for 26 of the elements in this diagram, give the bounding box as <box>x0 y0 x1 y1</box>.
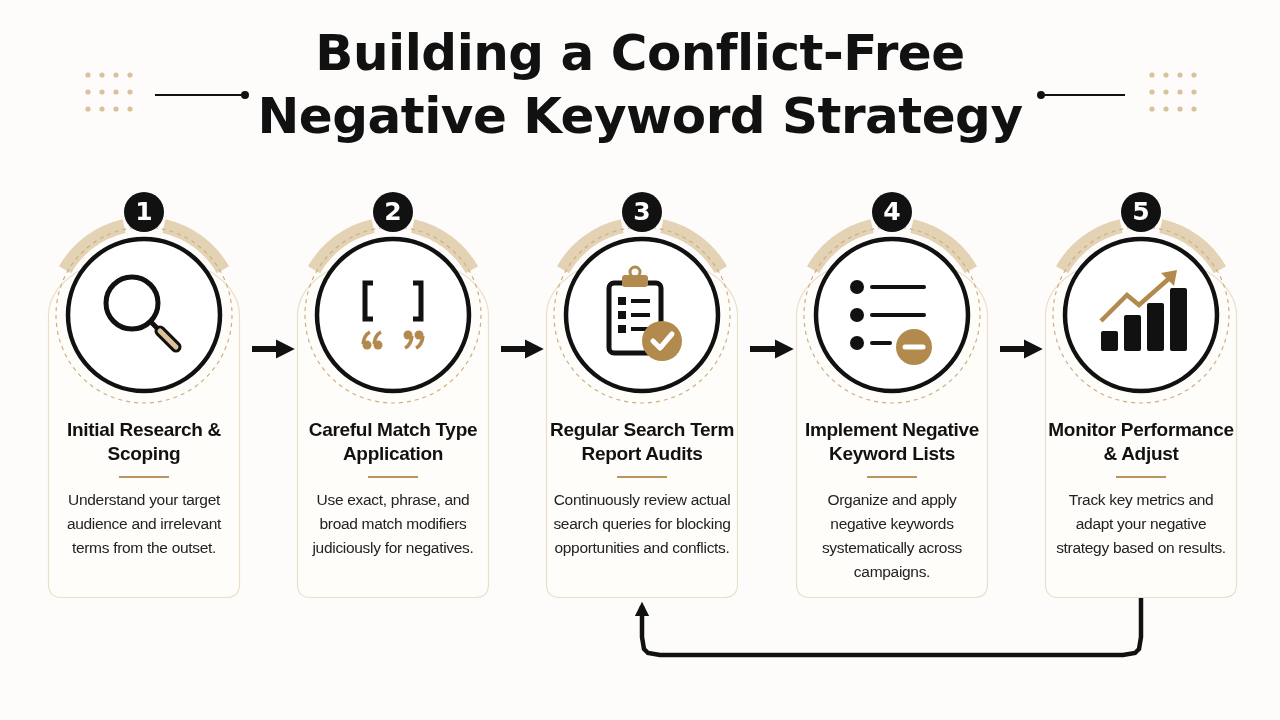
arrow <box>634 598 1144 658</box>
step-heading: Regular Search Term Report Audits <box>549 418 735 466</box>
arrow <box>1000 339 1043 359</box>
step-number: 2 <box>373 192 413 232</box>
title: Building a Conflict-Free Negative Keyword Strategy <box>256 23 1024 147</box>
arrow <box>750 339 794 359</box>
step-card <box>1045 190 1237 600</box>
step-description: Continuously review actual search queries for blocking opportunities and conflicts. <box>552 490 732 558</box>
step-card <box>48 190 240 600</box>
step-number: 1 <box>124 192 164 232</box>
step-card <box>546 190 738 600</box>
step-number: 4 <box>872 192 912 232</box>
step-card <box>297 190 489 600</box>
step-number: 5 <box>1121 192 1161 232</box>
arrow <box>252 339 295 359</box>
step-card <box>796 190 988 600</box>
step-heading: Monitor Performance & Adjust <box>1047 418 1235 466</box>
step-number: 3 <box>622 192 662 232</box>
step-heading: Careful Match Type Application <box>307 418 479 466</box>
step-description: Understand your target audience and irrelevant terms from the outset. <box>65 490 223 558</box>
step-heading: Implement Negative Keyword Lists <box>803 418 981 466</box>
step-description: Use exact, phrase, and broad match modifiers judiciously for negatives. <box>311 490 475 558</box>
step-description: Organize and apply negative keywords systematically across campaigns. <box>820 490 964 582</box>
step-description: Track key metrics and adapt your negative strategy based on results. <box>1055 490 1227 558</box>
arrow <box>501 339 544 359</box>
step-heading: Initial Research & Scoping <box>65 418 223 466</box>
